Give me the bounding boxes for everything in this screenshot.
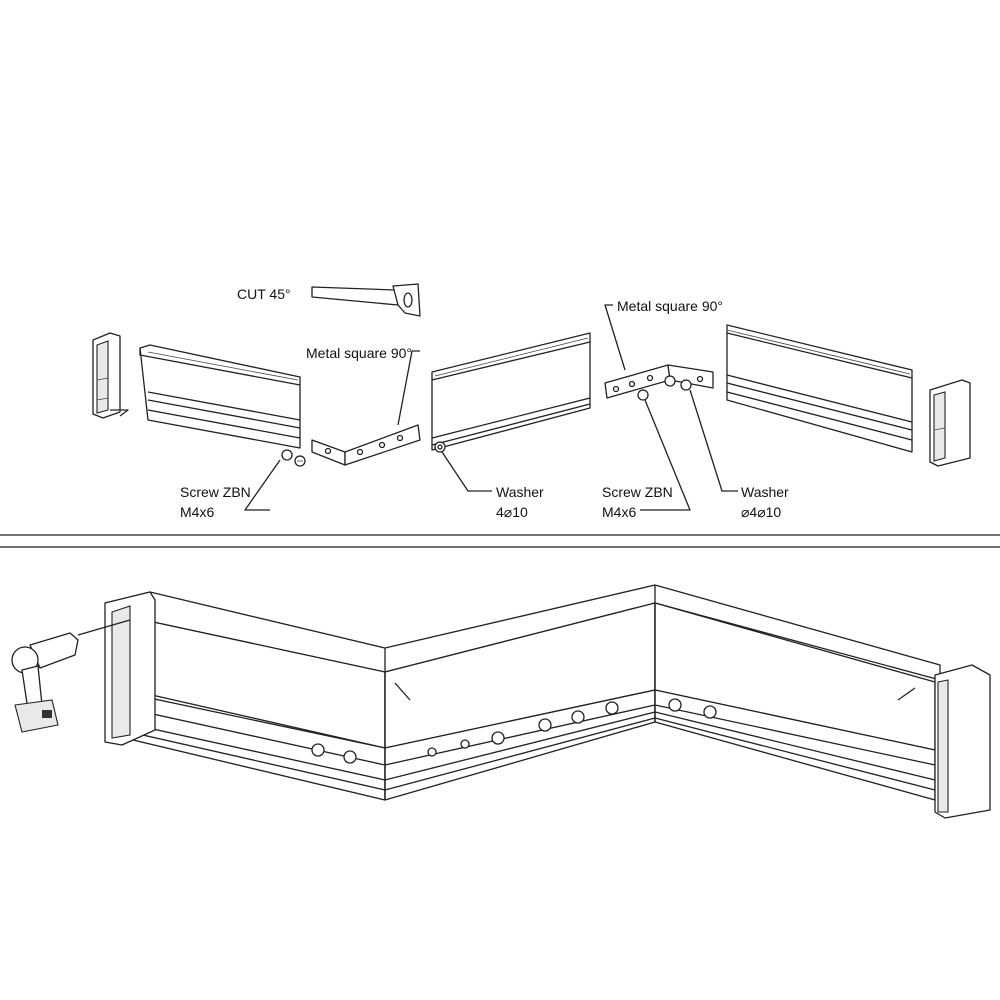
- end-cap-right: [929, 379, 971, 467]
- screw-icon: [281, 449, 306, 467]
- label-screw-left: Screw ZBN M4x6: [180, 482, 251, 522]
- label-screw-left-size: M4x6: [180, 504, 215, 520]
- metal-square-bracket-right: [604, 364, 714, 401]
- washer-icon: [434, 441, 446, 453]
- label-washer-left-size: 4⌀10: [496, 504, 528, 520]
- metal-square-bracket-left: [311, 424, 421, 466]
- label-screw-right-size: M4x6: [602, 504, 637, 520]
- saw-icon: [311, 283, 421, 317]
- label-washer-right: Washer ⌀4⌀10: [741, 482, 789, 522]
- end-cap-right-assembled: [934, 664, 991, 819]
- profile-right: [726, 324, 913, 453]
- screw-icon: [311, 698, 717, 764]
- leader-lines: [244, 304, 738, 511]
- label-cut-45: CUT 45°: [237, 286, 291, 302]
- label-screw-right-name: Screw ZBN: [602, 484, 673, 500]
- label-metal-square-left: Metal square 90°: [306, 345, 412, 361]
- label-screw-left-name: Screw ZBN: [180, 484, 251, 500]
- label-screw-right: Screw ZBN M4x6: [602, 482, 673, 522]
- label-washer-right-name: Washer: [741, 484, 789, 500]
- drill-icon: [11, 619, 131, 733]
- end-cap-left: [92, 332, 129, 419]
- label-washer-left-name: Washer: [496, 484, 544, 500]
- end-cap-left-assembled: [104, 591, 156, 746]
- profile-middle: [431, 332, 591, 451]
- profile-left: [139, 344, 301, 449]
- label-washer-right-size: ⌀4⌀10: [741, 504, 782, 520]
- label-washer-left: Washer 4⌀10: [496, 482, 544, 522]
- assembled-rail: [104, 584, 941, 801]
- label-metal-square-right: Metal square 90°: [617, 298, 723, 314]
